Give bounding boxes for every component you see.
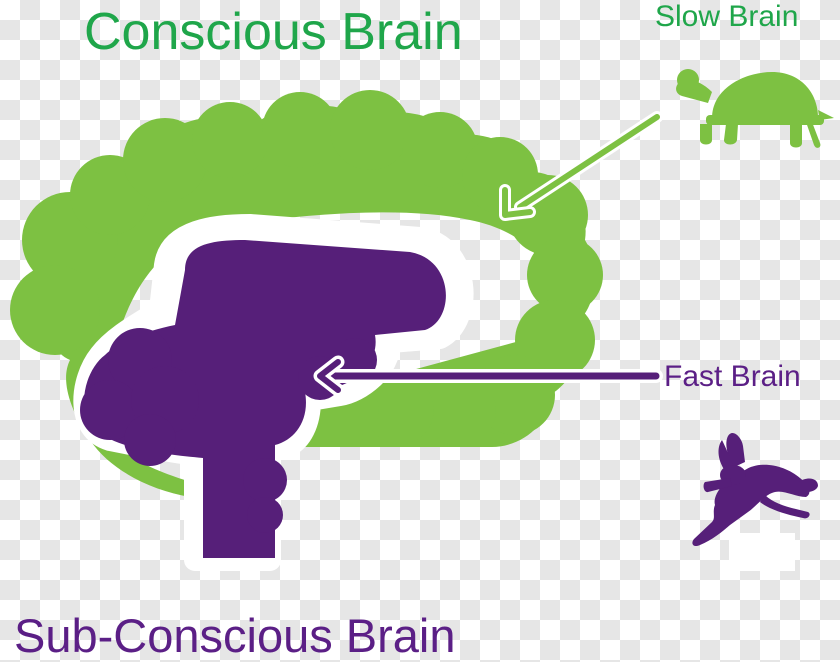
tortoise-icon	[676, 69, 834, 148]
subconscious-brain-shape	[80, 240, 446, 558]
conscious-brain-title: Conscious Brain	[84, 3, 463, 61]
subconscious-brain-title: Sub-Conscious Brain	[14, 609, 456, 662]
rabbit-icon	[692, 433, 818, 547]
slow-brain-arrow	[499, 111, 663, 221]
conscious-brain-shape	[10, 90, 603, 497]
fast-brain-arrow	[313, 355, 663, 397]
slow-brain-label: Slow Brain	[655, 0, 799, 33]
fast-brain-label: Fast Brain	[664, 360, 801, 393]
white-patch	[729, 533, 795, 571]
